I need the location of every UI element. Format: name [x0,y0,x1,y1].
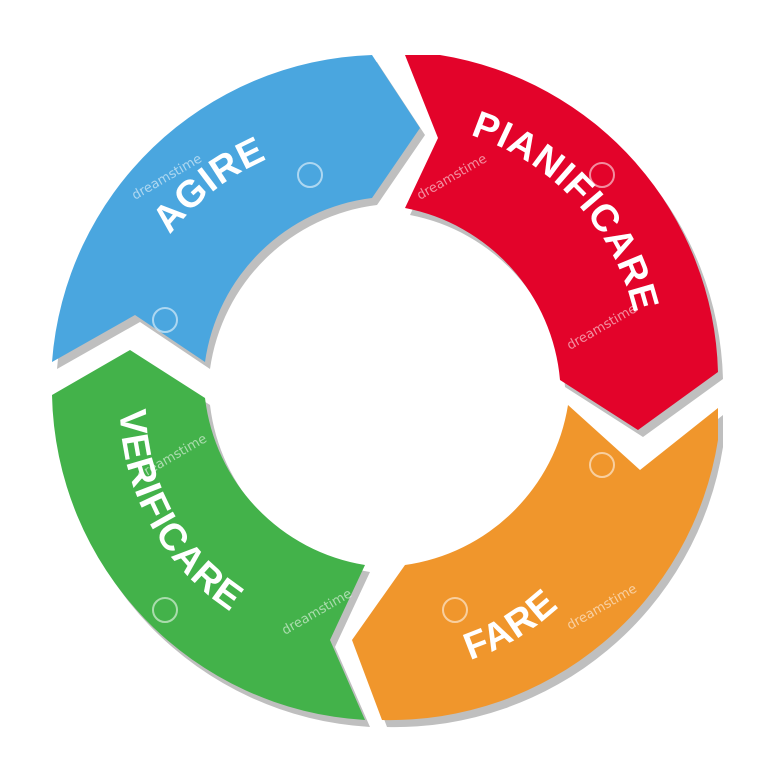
segment-verificare [52,350,365,720]
segment-agire [52,55,420,362]
segment-pianificare [405,55,718,430]
segment-fare [352,405,718,721]
spiral-icon [297,162,323,188]
spiral-icon [442,597,468,623]
spiral-icon [152,307,178,333]
spiral-icon [589,162,615,188]
spiral-icon [589,452,615,478]
spiral-icon [152,597,178,623]
